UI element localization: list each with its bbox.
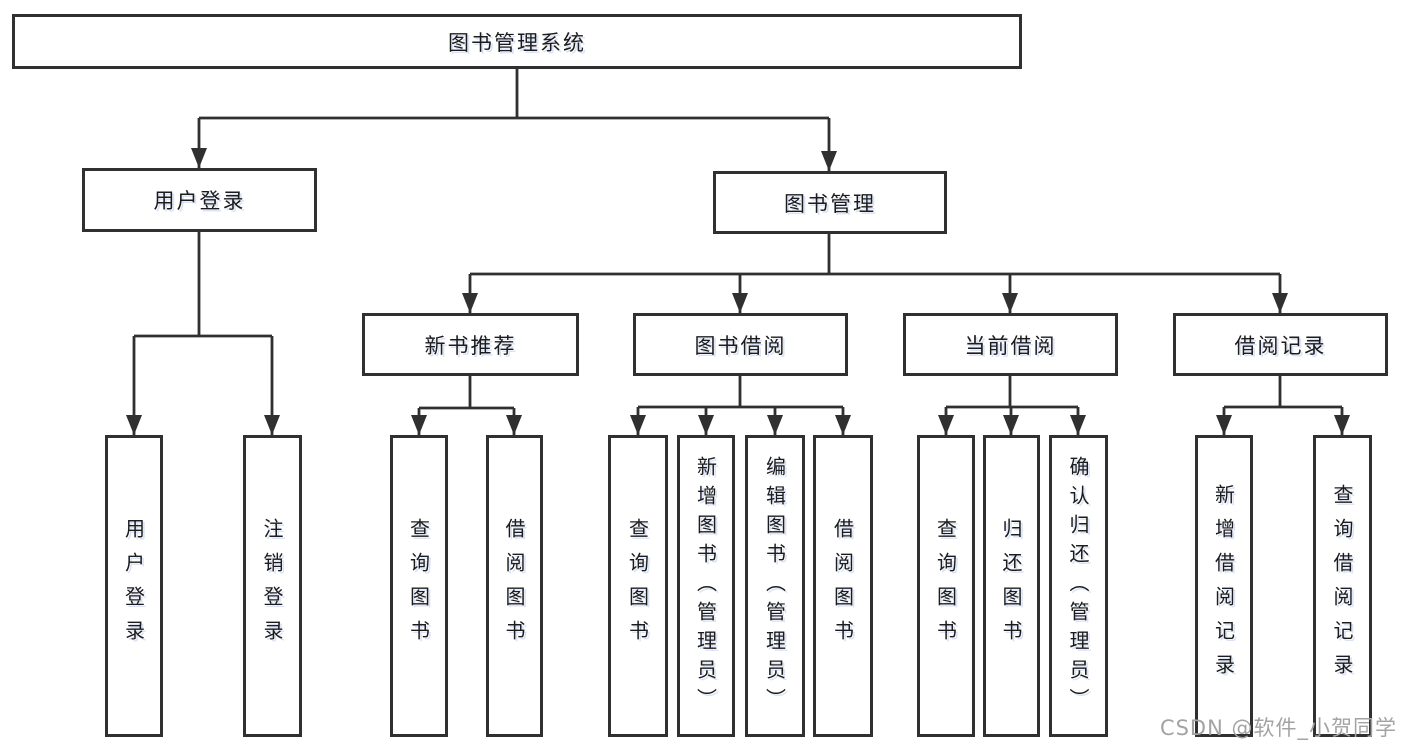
- node-borrow-record: 借阅记录: [1173, 313, 1388, 376]
- csdn-watermark: CSDN @软件_小贺同学: [1159, 716, 1397, 740]
- leaf-logout: 注销登录: [243, 435, 302, 737]
- leaf-user-login: 用户登录: [105, 435, 163, 737]
- leaf-borrow-book-1-label: 借阅图书: [502, 518, 526, 654]
- leaf-borrow-book-1: 借阅图书: [486, 435, 543, 737]
- leaf-add-book-label: 新增图书（管理员）: [693, 455, 718, 717]
- leaf-confirm-return: 确认归还（管理员）: [1049, 435, 1108, 737]
- trunk-book-borrow: [638, 376, 843, 409]
- node-user-login: 用户登录: [82, 168, 317, 232]
- leaf-add-borrow-record: 新增借阅记录: [1195, 435, 1253, 737]
- leaf-query-book-1-label: 查询图书: [406, 518, 431, 654]
- trunk-root: [199, 69, 829, 120]
- leaf-query-book-3: 查询图书: [917, 435, 975, 737]
- leaf-edit-book: 编辑图书（管理员）: [745, 435, 805, 737]
- leaf-return-book: 归还图书: [983, 435, 1040, 737]
- leaf-query-book-1: 查询图书: [390, 435, 448, 737]
- leaf-query-book-2-label: 查询图书: [625, 518, 650, 654]
- node-current-borrow: 当前借阅: [903, 313, 1118, 376]
- leaf-return-book-label: 归还图书: [999, 518, 1023, 654]
- node-book-borrow: 图书借阅: [633, 313, 848, 376]
- leaf-query-book-2: 查询图书: [608, 435, 668, 737]
- leaf-logout-label: 注销登录: [260, 518, 284, 654]
- node-book-management: 图书管理: [713, 171, 947, 234]
- node-new-book-recommend: 新书推荐: [362, 313, 579, 376]
- trunk-new-book-recommend: [419, 376, 514, 410]
- leaf-query-borrow-record: 查询借阅记录: [1313, 435, 1372, 737]
- trunk-current-borrow: [946, 376, 1078, 409]
- trunk-user-login: [134, 232, 272, 338]
- leaf-add-book: 新增图书（管理员）: [677, 435, 735, 737]
- leaf-borrow-book-2-label: 借阅图书: [830, 518, 855, 654]
- leaf-query-book-3-label: 查询图书: [933, 518, 958, 654]
- leaf-confirm-return-label: 确认归还（管理员）: [1066, 455, 1090, 717]
- trunk-borrow-record: [1224, 376, 1342, 409]
- node-root: 图书管理系统: [12, 14, 1022, 69]
- leaf-query-borrow-record-label: 查询借阅记录: [1330, 484, 1354, 688]
- trunk-book-management: [470, 234, 1280, 276]
- leaf-borrow-book-2: 借阅图书: [813, 435, 873, 737]
- leaf-add-borrow-record-label: 新增借阅记录: [1211, 484, 1236, 688]
- leaf-user-login-label: 用户登录: [121, 518, 146, 654]
- leaf-edit-book-label: 编辑图书（管理员）: [762, 455, 787, 717]
